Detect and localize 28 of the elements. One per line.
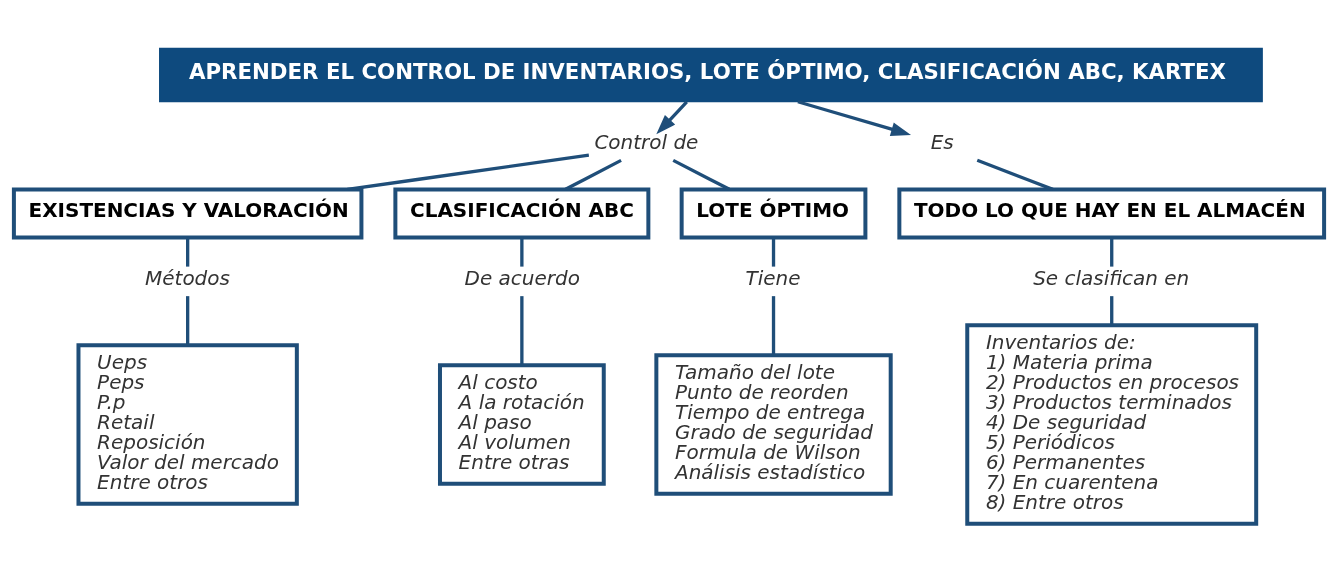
- connector: [186, 296, 190, 346]
- connector: [520, 237, 524, 267]
- connector: [976, 158, 1054, 191]
- arrow: [797, 100, 912, 136]
- node-box: LOTE ÓPTIMO: [679, 187, 868, 240]
- connector: [186, 237, 190, 267]
- node-box: Al costo A la rotación Al paso Al volumen Entre otras: [438, 363, 606, 486]
- connector: [520, 296, 524, 366]
- connector: [1110, 237, 1114, 267]
- node-box: TODO LO QUE HAY EN EL ALMACÉN: [897, 187, 1327, 240]
- connector: [1110, 296, 1114, 326]
- node-text: De acuerdo: [464, 265, 580, 290]
- connector: [672, 158, 731, 191]
- arrow: [656, 100, 688, 135]
- node-text: Control de: [594, 129, 699, 154]
- node-text: Se clasifican en: [1033, 265, 1190, 290]
- node-box: APRENDER EL CONTROL DE INVENTARIOS, LOTE ÓPTIMO, CLASIFICACIÓN ABC, KARTEX: [159, 47, 1263, 103]
- connector: [771, 237, 776, 267]
- connector: [771, 296, 776, 356]
- node-box: Inventarios de: 1) Materia prima 2) Productos en procesos 3) Productos terminados 4) De seguridad 5) Periódicos 6) Permanentes 7) En cuarentena 8) Entre otros: [965, 323, 1259, 526]
- node-box: EXISTENCIAS Y VALORACIÓN: [11, 187, 364, 240]
- node-text: Métodos: [145, 265, 230, 290]
- node-box: Ueps Peps P.p Retail Reposición Valor del mercado Entre otros: [76, 343, 299, 506]
- node-text: Tiene: [745, 265, 801, 290]
- connector: [347, 153, 590, 192]
- node-box: Tamaño del lote Punto de reorden Tiempo de entrega Grado de seguridad Formula de Wilson Análisis estadístico: [654, 353, 893, 496]
- node-text: Es: [930, 129, 954, 154]
- node-box: CLASIFICACIÓN ABC: [393, 187, 651, 240]
